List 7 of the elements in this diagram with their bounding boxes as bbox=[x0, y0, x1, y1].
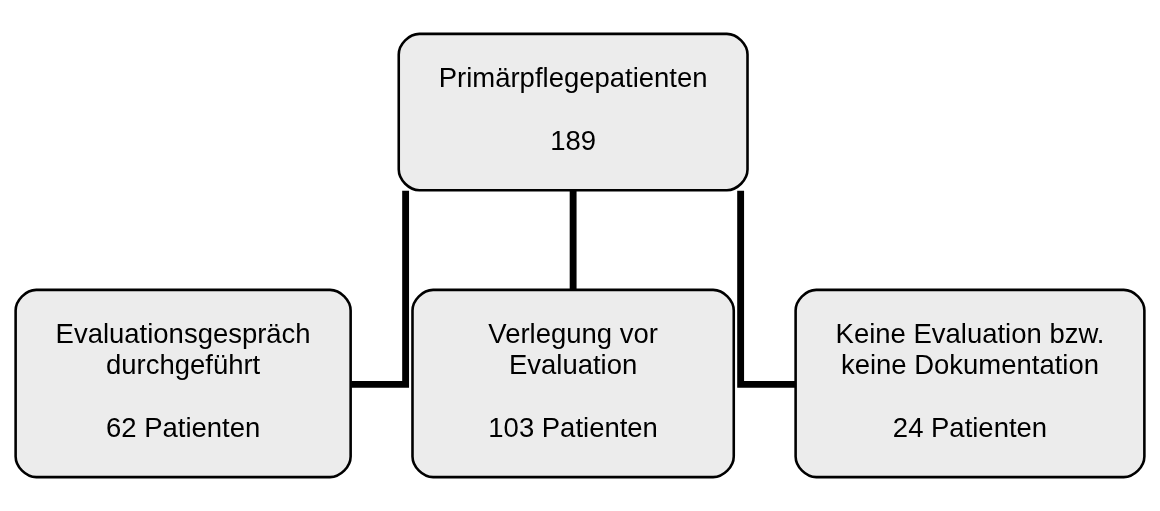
connector bbox=[737, 190, 796, 388]
connector bbox=[351, 190, 410, 388]
node-box: Verlegung vor Evaluation 103 Patienten bbox=[411, 288, 736, 479]
node-box: Primärpflegepatienten 189 bbox=[397, 32, 749, 192]
node-box: Evaluationsgespräch durchgeführt 62 Patienten bbox=[14, 288, 352, 479]
connector bbox=[569, 190, 577, 290]
node-box: Keine Evaluation bzw. keine Dokumentation 24 Patienten bbox=[794, 288, 1146, 479]
